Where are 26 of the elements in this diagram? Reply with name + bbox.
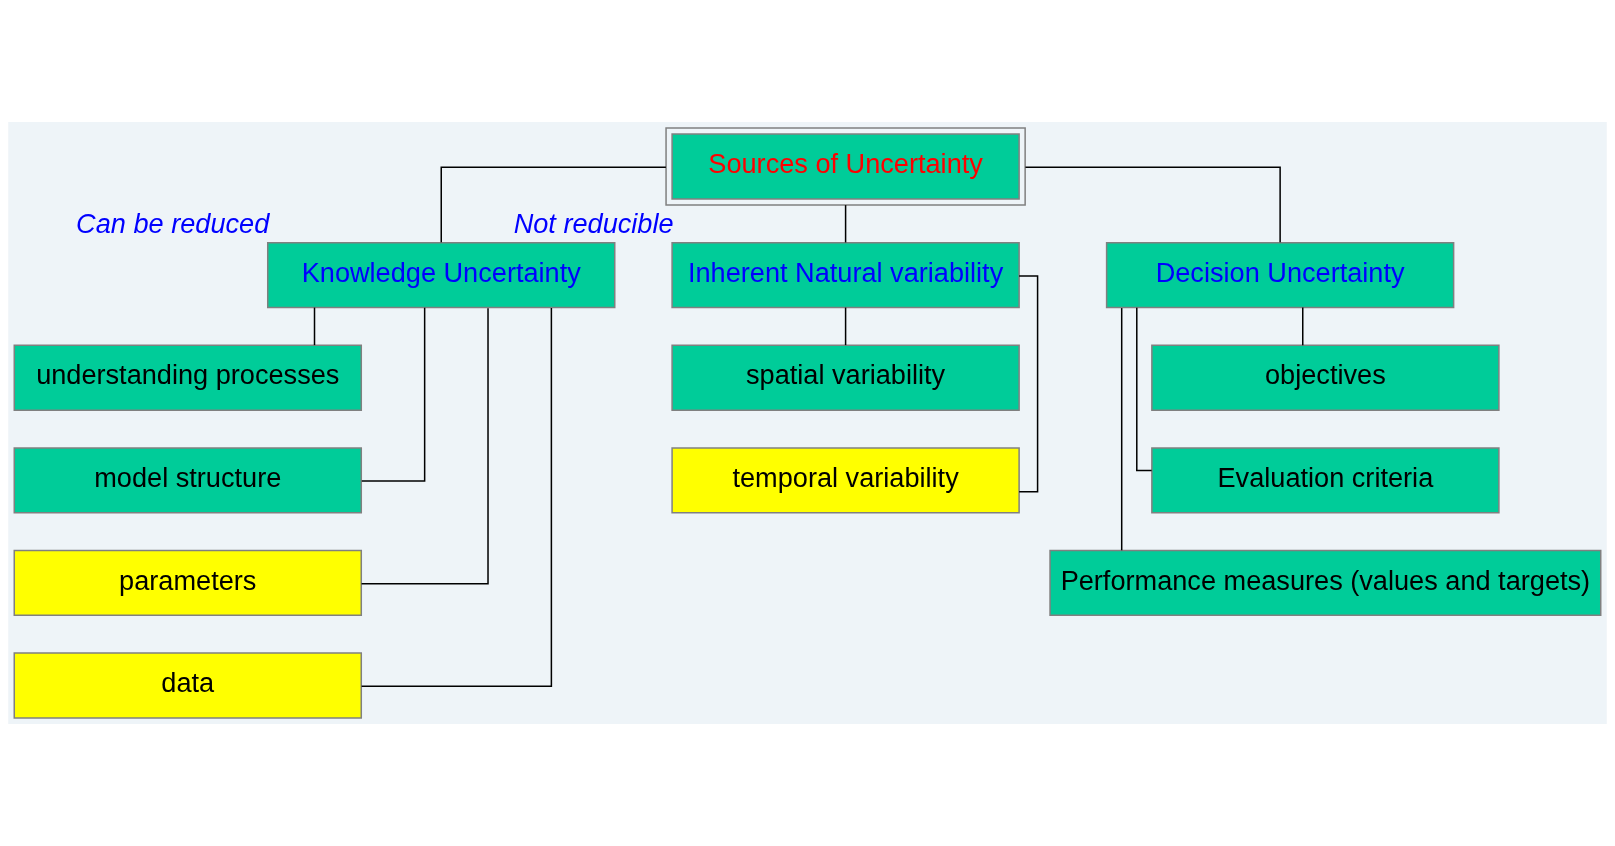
- node-box: Inherent Natural variability: [671, 241, 1020, 309]
- node-box: model structure: [13, 447, 363, 514]
- node-box: Evaluation criteria: [1151, 447, 1500, 514]
- connector: [313, 306, 316, 346]
- connector: [360, 307, 553, 688]
- connector: [844, 306, 847, 346]
- node-box: spatial variability: [671, 344, 1020, 411]
- node-label: Not reducible: [513, 207, 674, 239]
- node-box: parameters: [13, 549, 363, 617]
- node-box: Sources of Uncertainty: [665, 127, 1026, 206]
- connector: [844, 204, 847, 244]
- node-box: temporal variability: [671, 447, 1020, 514]
- node-box: Knowledge Uncertainty: [267, 241, 616, 309]
- connector: [1136, 307, 1153, 472]
- connector: [440, 166, 667, 243]
- connector: [360, 307, 489, 585]
- connector: [1120, 307, 1123, 551]
- node-box: objectives: [1151, 344, 1500, 411]
- node-box: Decision Uncertainty: [1105, 241, 1455, 309]
- connector: [1302, 306, 1304, 346]
- node-box: data: [13, 652, 363, 719]
- connector: [1024, 166, 1281, 243]
- node-label: Can be reduced: [76, 207, 270, 239]
- node-box: Performance measures (values and targets): [1049, 549, 1602, 617]
- node-box: understanding processes: [13, 344, 363, 411]
- connector: [361, 307, 426, 482]
